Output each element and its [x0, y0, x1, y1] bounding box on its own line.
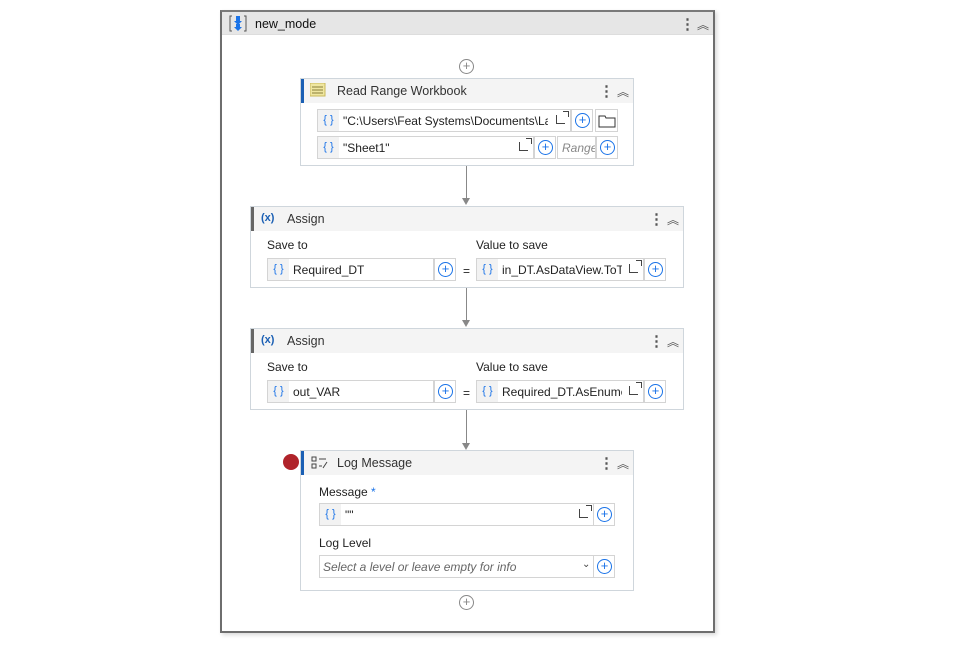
expression-icon: { } [268, 381, 289, 402]
activity-title: Log Message [337, 456, 413, 470]
read-range-activity[interactable]: Read Range Workbook ⋮ ︽ { } "C:\Users\Fe… [300, 78, 634, 166]
plus-icon: + [648, 384, 663, 399]
value-input[interactable]: { } Required_DT.AsEnume [476, 380, 644, 403]
connector [466, 410, 467, 443]
plus-icon: + [597, 559, 612, 574]
save-to-value: out_VAR [293, 385, 341, 399]
activity-title: Assign [287, 334, 325, 348]
activity-header[interactable]: (x) Assign ⋮ ︽ [251, 207, 683, 231]
value-text: in_DT.AsDataView.ToTa [502, 263, 622, 277]
plus-icon: + [648, 262, 663, 277]
equals-sign: = [463, 264, 471, 278]
excel-range-icon [310, 83, 326, 97]
more-options-icon[interactable]: ⋮ [680, 16, 695, 33]
log-message-activity[interactable]: Log Message ⋮ ︽ Message * { } "" + Log L… [300, 450, 634, 591]
add-variable-button[interactable]: + [434, 258, 456, 281]
plus-icon: + [438, 384, 453, 399]
value-input[interactable]: { } in_DT.AsDataView.ToTa [476, 258, 644, 281]
add-variable-button[interactable]: + [593, 503, 615, 526]
plus-icon: + [600, 140, 615, 155]
connector [466, 166, 467, 198]
expand-icon[interactable] [579, 505, 592, 518]
connector [466, 288, 467, 320]
message-input[interactable]: { } "" [319, 503, 594, 526]
sheet-name-input[interactable]: { } "Sheet1" [317, 136, 534, 159]
more-options-icon[interactable]: ⋮ [599, 83, 614, 100]
collapse-icon[interactable]: ︽ [697, 18, 710, 32]
expand-icon[interactable] [519, 138, 532, 151]
save-to-input[interactable]: { } out_VAR [267, 380, 434, 403]
assign-activity[interactable]: (x) Assign ⋮ ︽ Save to Value to save { }… [250, 206, 684, 288]
sequence-header[interactable]: new_mode ⋮ ︽ [222, 12, 713, 35]
connector-arrow [462, 198, 470, 205]
more-options-icon[interactable]: ⋮ [599, 455, 614, 472]
assign-icon: (x) [261, 212, 275, 224]
plus-icon: + [438, 262, 453, 277]
expand-icon[interactable] [556, 111, 569, 124]
plus-icon: + [575, 113, 590, 128]
log-level-select[interactable]: Select a level or leave empty for info ⌄ [319, 555, 594, 578]
message-label-text: Message [319, 485, 368, 499]
add-variable-button[interactable]: + [434, 380, 456, 403]
folder-icon [598, 115, 616, 128]
breakpoint-icon[interactable] [283, 454, 299, 470]
add-activity-button[interactable]: + [459, 595, 474, 610]
activity-header[interactable]: Log Message ⋮ ︽ [301, 451, 633, 475]
log-message-icon [311, 456, 328, 469]
connector-arrow [462, 443, 470, 450]
expand-icon[interactable] [629, 382, 642, 395]
add-variable-button[interactable]: + [644, 380, 666, 403]
collapse-icon[interactable]: ︽ [667, 213, 680, 227]
expression-icon: { } [477, 381, 498, 402]
equals-sign: = [463, 386, 471, 400]
value-text: Required_DT.AsEnume [502, 385, 622, 399]
sheet-name-value: "Sheet1" [343, 141, 390, 155]
plus-icon: + [538, 140, 553, 155]
message-label: Message * [319, 485, 376, 499]
add-variable-button[interactable]: + [644, 258, 666, 281]
range-placeholder: Range [562, 141, 596, 155]
activity-title: Assign [287, 212, 325, 226]
workbook-path-input[interactable]: { } "C:\Users\Feat Systems\Documents\La [317, 109, 571, 132]
range-input[interactable]: Range [557, 136, 596, 159]
chevron-down-icon: ⌄ [582, 559, 591, 570]
add-variable-button[interactable]: + [534, 136, 556, 159]
sequence-icon [229, 15, 247, 32]
expand-icon[interactable] [629, 260, 642, 273]
plus-icon: + [597, 507, 612, 522]
value-to-save-label: Value to save [476, 238, 548, 252]
log-level-label: Log Level [319, 536, 372, 550]
collapse-icon[interactable]: ︽ [617, 457, 630, 471]
save-to-label: Save to [267, 238, 308, 252]
value-to-save-label: Value to save [476, 360, 548, 374]
expression-icon: { } [318, 110, 339, 131]
log-level-placeholder: Select a level or leave empty for info [323, 560, 517, 574]
add-variable-button[interactable]: + [571, 109, 593, 132]
more-options-icon[interactable]: ⋮ [649, 211, 664, 228]
connector-arrow [462, 320, 470, 327]
collapse-icon[interactable]: ︽ [667, 335, 680, 349]
add-activity-button[interactable]: + [459, 59, 474, 74]
sequence-title: new_mode [255, 17, 317, 31]
collapse-icon[interactable]: ︽ [617, 85, 630, 99]
save-to-input[interactable]: { } Required_DT [267, 258, 434, 281]
expression-icon: { } [318, 137, 339, 158]
expression-icon: { } [477, 259, 498, 280]
expression-icon: { } [268, 259, 289, 280]
activity-title: Read Range Workbook [337, 84, 467, 98]
activity-header[interactable]: (x) Assign ⋮ ︽ [251, 329, 683, 353]
save-to-label: Save to [267, 360, 308, 374]
assign-icon: (x) [261, 334, 275, 346]
add-variable-button[interactable]: + [596, 136, 618, 159]
save-to-value: Required_DT [293, 263, 365, 277]
message-value: "" [345, 508, 354, 522]
more-options-icon[interactable]: ⋮ [649, 333, 664, 350]
workbook-path-value: "C:\Users\Feat Systems\Documents\La [343, 114, 548, 128]
browse-folder-button[interactable] [595, 109, 618, 132]
add-variable-button[interactable]: + [593, 555, 615, 578]
required-marker: * [371, 485, 376, 499]
assign-activity[interactable]: (x) Assign ⋮ ︽ Save to Value to save { }… [250, 328, 684, 410]
expression-icon: { } [320, 504, 341, 525]
activity-header[interactable]: Read Range Workbook ⋮ ︽ [301, 79, 633, 103]
